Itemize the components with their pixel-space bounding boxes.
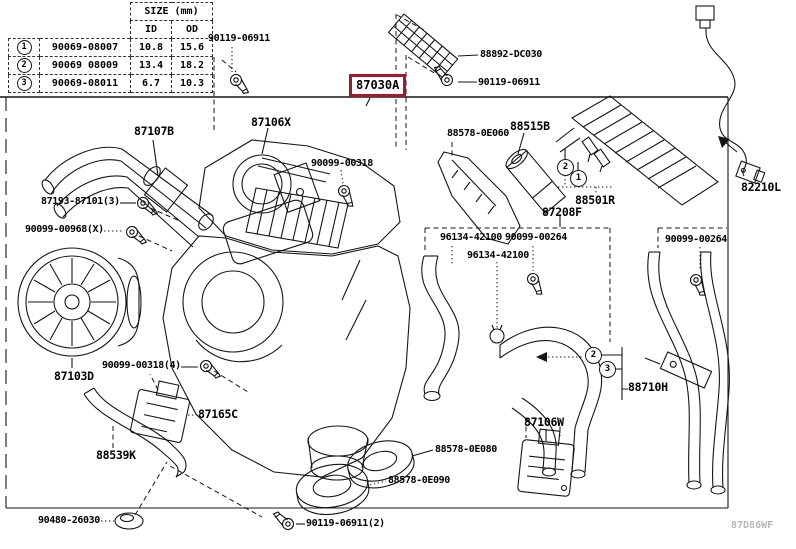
part-label-88578-0E060[interactable]: 88578-0E060 [447,128,509,139]
diagram-code-watermark: 87D86WF [731,520,774,531]
heater-core-art [555,95,719,206]
part-label-88710H[interactable]: 88710H [628,380,668,394]
part-label-96134-42100-a[interactable]: 96134-42100 [440,232,502,243]
col-header-id: ID [130,20,172,39]
callout-grommet-1: 1 [570,170,587,187]
water-hose-96134-art [421,255,505,402]
screw-art [104,64,713,532]
table-part-number[interactable]: 90069-08011 [39,74,131,93]
col-header-od: OD [171,20,213,39]
part-label-90099-00318[interactable]: 90099-00318 [311,158,373,169]
part-label-88539K[interactable]: 88539K [96,448,136,462]
hvac-case-art [162,139,411,481]
part-label-88892-DC030[interactable]: 88892-DC030 [480,49,542,60]
part-label-90119-06911-mid[interactable]: 90119-06911 [478,77,540,88]
part-label-90099-00264-b[interactable]: 90099-00264 [665,234,727,245]
part-label-87106X[interactable]: 87106X [251,115,291,129]
part-label-96134-42100-b[interactable]: 96134-42100 [467,250,529,261]
size-table: SIZE (mm) ID OD 1 90069-08007 10.8 15.6 … [8,2,213,93]
table-row: 1 90069-08007 10.8 15.6 [8,38,213,57]
part-label-90099-00318-4[interactable]: 90099-00318(4) [102,360,181,371]
hose-88539K-art [83,387,263,518]
part-label-88578-0E080[interactable]: 88578-0E080 [435,444,497,455]
part-label-87208F[interactable]: 87208F [542,205,582,219]
duct-rings-art [295,440,434,516]
heater-pipe-87107B-art [41,139,214,248]
row-number-circle: 2 [16,58,32,73]
water-hoses-88710H-art [499,251,730,495]
part-label-90099-00968[interactable]: 90099-00968(X) [25,224,104,235]
part-label-88501R[interactable]: 88501R [575,193,615,207]
callout-hose-3: 3 [599,361,616,378]
table-id-value: 13.4 [130,56,172,75]
table-part-number[interactable]: 90069-08007 [39,38,131,57]
row-number-circle: 3 [16,76,32,91]
table-row: 3 90069-08011 6.7 10.3 [8,74,213,93]
table-od-value: 18.2 [171,56,213,75]
servo-87106W-art [517,418,575,497]
part-label-82210L[interactable]: 82210L [741,180,781,194]
table-od-value: 10.3 [171,74,213,93]
damper-0E060-art [437,142,521,245]
resistor-87165C-art [130,373,197,443]
table-part-number[interactable]: 90069 08009 [39,56,131,75]
part-label-87107B[interactable]: 87107B [134,124,174,138]
part-label-90099-00264-a[interactable]: 90099-00264 [505,232,567,243]
blower-motor-art [17,247,142,368]
part-label-87103D[interactable]: 87103D [54,369,94,383]
cabin-air-filter-art [387,13,479,79]
part-label-87165C[interactable]: 87165C [198,407,238,421]
mid-leader-lines [424,216,727,342]
part-label-90119-06911-top[interactable]: 90119-06911 [208,33,270,44]
table-row: 2 90069 08009 13.4 18.2 [8,56,213,75]
part-label-90480-26030[interactable]: 90480-26030 [38,515,100,526]
part-label-87193-87101[interactable]: 87193-87101(3) [41,196,120,207]
diagram-frame [0,96,729,509]
callout-hose-2: 2 [585,347,602,364]
row-number-circle: 1 [16,40,32,55]
callout-grommet-2: 2 [557,159,574,176]
servo-87106X-art [222,127,321,265]
table-id-value: 10.8 [130,38,172,57]
pipe-88515B-art [505,132,567,215]
highlighted-part-label-87030A[interactable]: 87030A [349,74,407,97]
part-label-90119-06911-2[interactable]: 90119-06911(2) [306,518,385,529]
table-od-value: 15.6 [171,38,213,57]
grommet-art [101,512,144,530]
part-label-87106W[interactable]: 87106W [524,415,564,429]
part-label-88515B[interactable]: 88515B [510,119,550,133]
table-id-value: 6.7 [130,74,172,93]
wire-harness-82210L-art [695,5,766,184]
part-label-88578-0E090[interactable]: 88578-0E090 [388,475,450,486]
size-table-header: SIZE (mm) [130,2,213,21]
